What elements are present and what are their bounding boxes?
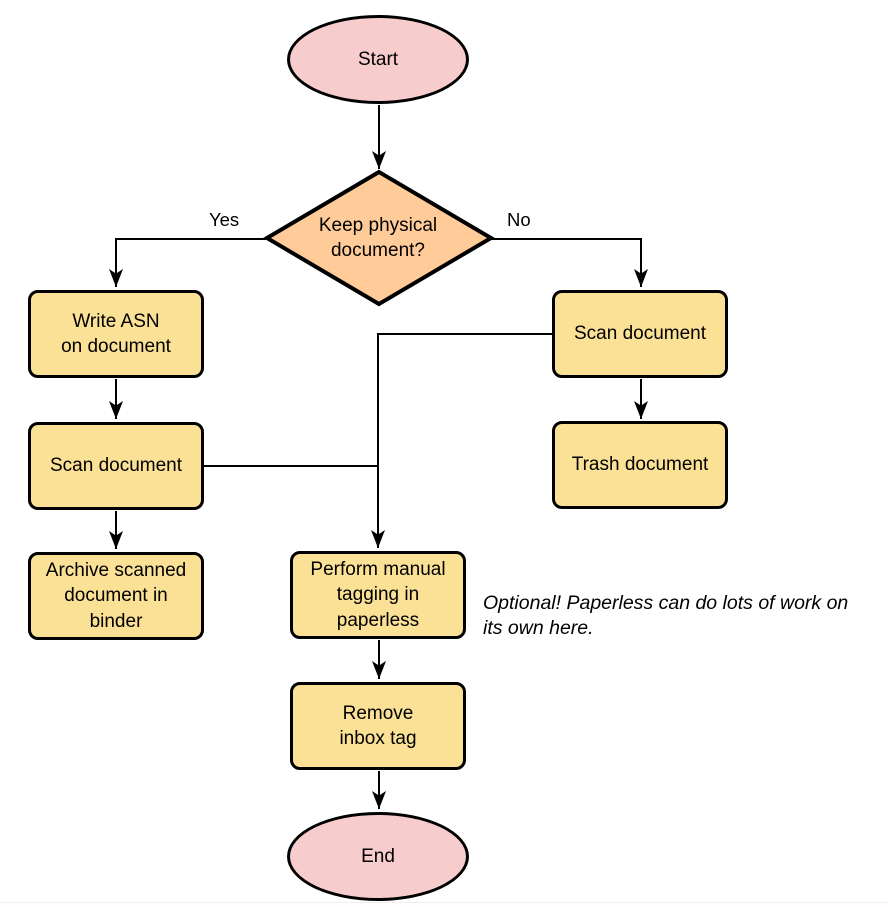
- node-decision-label: Keep physical document?: [318, 215, 438, 262]
- annotation-optional-note: Optional! Paperless can do lots of work …: [483, 592, 849, 640]
- node-start-label: Start: [357, 48, 399, 70]
- node-start: Start: [287, 15, 469, 104]
- node-scan-document-left: Scan document: [28, 422, 204, 510]
- edge-decision-yes: [109, 238, 266, 287]
- node-manual-tagging: Perform manual tagging in paperless: [290, 551, 466, 639]
- node-remove-inbox-tag: Remove inbox tag: [290, 682, 466, 770]
- node-archive-binder-label: Archive scanned document in binder: [45, 560, 187, 632]
- node-end: End: [287, 812, 469, 901]
- node-archive-binder: Archive scanned document in binder: [28, 552, 204, 640]
- edge-label-no: No: [507, 209, 531, 230]
- node-trash-document: Trash document: [552, 421, 728, 509]
- node-scan-document-left-label: Scan document: [49, 455, 183, 477]
- node-write-asn: Write ASN on document: [28, 290, 204, 378]
- node-remove-inbox-tag-label: Remove inbox tag: [339, 702, 417, 749]
- edge-label-yes: Yes: [209, 209, 240, 230]
- node-end-label: End: [361, 845, 395, 867]
- node-scan-document-right: Scan document: [552, 290, 728, 378]
- node-trash-document-label: Trash document: [571, 454, 709, 476]
- edge-decision-no: [491, 238, 648, 287]
- decision-shape: [263, 169, 495, 307]
- node-write-asn-label: Write ASN on document: [61, 310, 171, 357]
- viewport-bottom-edge: [0, 902, 888, 907]
- node-scan-document-right-label: Scan document: [573, 323, 707, 345]
- edge-scanright-to-tagging: [371, 333, 553, 548]
- node-manual-tagging-label: Perform manual tagging in paperless: [310, 559, 446, 631]
